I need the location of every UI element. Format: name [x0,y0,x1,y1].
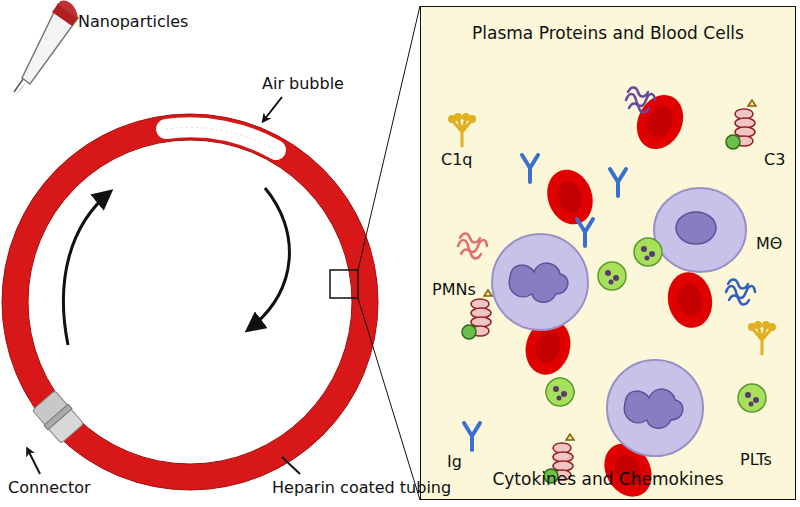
flow-arrow [248,188,289,330]
leader-line [282,457,300,474]
part-label: C3 [764,150,785,169]
panel-heading: Cytokines and Chemokines [421,469,795,489]
heparin-tubing [15,127,365,477]
flow-arrow [63,192,110,345]
leader-arrow [264,97,282,120]
part-label: Ig [447,452,462,471]
part-label: Air bubble [262,74,344,93]
part-label: Nanoparticles [78,12,188,31]
leader-arrow [28,450,40,474]
zoom-panel: Plasma Proteins and Blood CellsCytokines… [420,6,796,500]
part-label: PMNs [432,280,476,299]
panel-heading: Plasma Proteins and Blood Cells [421,23,795,43]
connector-part [31,390,84,444]
dropper [14,0,78,96]
blood-contents [450,87,775,505]
air-bubble [166,127,276,150]
part-label: C1q [441,150,473,169]
part-label: Heparin coated tubing [272,478,451,497]
zoom-square [330,270,358,298]
part-label: Connector [8,478,91,497]
panel-ground [420,6,796,500]
zoom-line [358,6,420,500]
part-label: PLTs [740,450,772,469]
part-label: MΘ [756,234,782,253]
